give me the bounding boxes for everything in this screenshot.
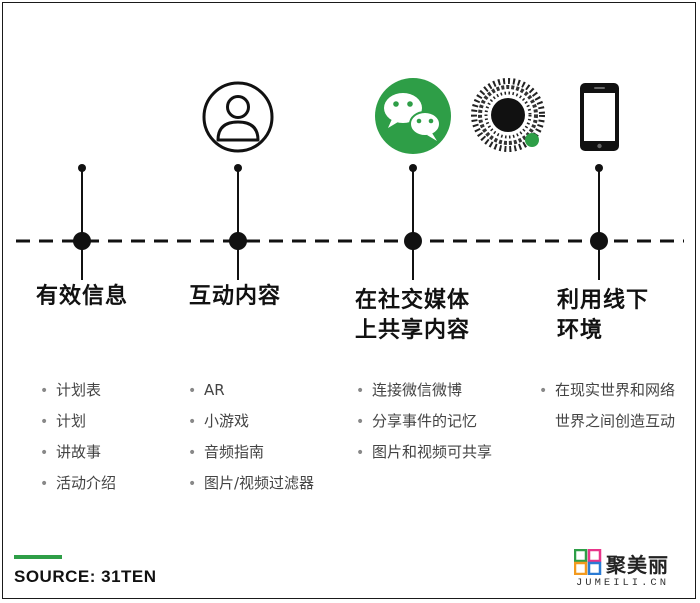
bullet-list-2: •AR •小游戏 •音频指南 •图片/视频过滤器 bbox=[188, 375, 314, 499]
timeline-node-3 bbox=[404, 164, 422, 280]
list-item: •连接微信微博 bbox=[356, 381, 463, 399]
timeline-node-4 bbox=[590, 164, 608, 280]
column-title: 互动内容 bbox=[189, 284, 282, 309]
source-label: SOURCE: 31TEN bbox=[14, 567, 157, 586]
list-item: •计划表 bbox=[40, 381, 102, 399]
column-social-sharing: 在社交媒体 上共享内容 bbox=[355, 286, 525, 346]
timeline-node-1 bbox=[73, 164, 91, 280]
bullet-list-1: •计划表 •计划 •讲故事 •活动介绍 bbox=[40, 375, 116, 499]
column-effective-info: 有效信息 bbox=[36, 282, 206, 312]
logo-subtitle: JUMEILI.CN bbox=[576, 577, 670, 589]
list-item: •小游戏 bbox=[188, 412, 250, 430]
list-item: •讲故事 bbox=[40, 443, 102, 461]
smartphone-icon bbox=[580, 83, 619, 151]
logo-name: 聚美丽 bbox=[606, 553, 669, 577]
bullet-list-4: •在现实世界和网络世界之间创造互动 bbox=[539, 375, 679, 436]
list-item: •AR bbox=[188, 381, 225, 399]
column-title: 利用线下 环境 bbox=[557, 288, 650, 343]
source-accent-bar bbox=[14, 555, 62, 559]
column-offline-environment: 利用线下 环境 bbox=[557, 286, 700, 346]
bullet-list-3: •连接微信微博 •分享事件的记忆 •图片和视频可共享 bbox=[356, 375, 492, 468]
list-item: •在现实世界和网络世界之间创造互动 bbox=[539, 381, 676, 430]
list-item: •音频指南 bbox=[188, 443, 265, 461]
list-item: •计划 bbox=[40, 412, 87, 430]
user-avatar-icon bbox=[202, 81, 274, 153]
column-interactive-content: 互动内容 bbox=[189, 282, 359, 312]
list-item: •图片和视频可共享 bbox=[356, 443, 493, 461]
jumeili-logo: 聚美丽 JUMEILI.CN bbox=[574, 549, 684, 593]
logo-mark-icon bbox=[574, 549, 602, 575]
list-item: •活动介绍 bbox=[40, 474, 117, 492]
column-title: 有效信息 bbox=[36, 284, 129, 309]
list-item: •图片/视频过滤器 bbox=[188, 474, 315, 492]
list-item: •分享事件的记忆 bbox=[356, 412, 478, 430]
wechat-icon bbox=[375, 78, 451, 154]
column-title: 在社交媒体 上共享内容 bbox=[355, 288, 471, 343]
mini-program-code-icon bbox=[471, 78, 545, 152]
timeline-node-2 bbox=[229, 164, 247, 280]
